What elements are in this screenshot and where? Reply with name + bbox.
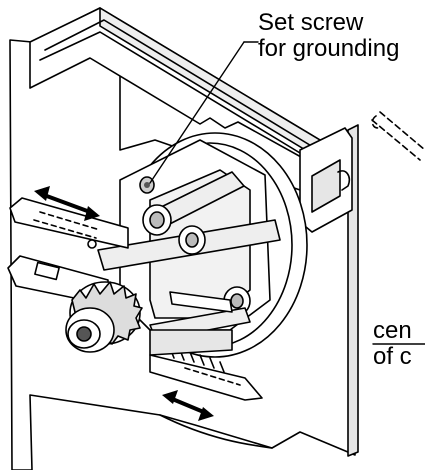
callout-line-1: cen	[373, 317, 412, 344]
plate-bottom-curve	[159, 414, 273, 449]
callout-line-2: for grounding	[258, 35, 400, 62]
rack-dashed	[184, 367, 241, 386]
housing-base	[149, 329, 233, 356]
arm-slot	[34, 261, 60, 281]
upper-motion-arrow	[34, 186, 100, 221]
bevel-gear	[65, 281, 143, 353]
rail-end-slot	[311, 159, 341, 213]
phantom-part	[371, 111, 425, 161]
lower-rack-arm	[149, 354, 263, 401]
small-lever	[169, 291, 233, 313]
center-callout: cen of c	[373, 318, 412, 370]
callout-line-2: of c	[373, 343, 412, 370]
callout-line-1: Set screw	[258, 9, 364, 36]
upper-arm	[9, 197, 129, 249]
set-screw-leader	[149, 41, 245, 184]
rail-end-clip	[337, 170, 351, 191]
lower-motion-arrow	[162, 390, 214, 421]
rail-groove	[39, 19, 319, 157]
set-screw-callout: Set screw for grounding	[258, 10, 399, 62]
upper-arm-dashed	[33, 211, 101, 239]
